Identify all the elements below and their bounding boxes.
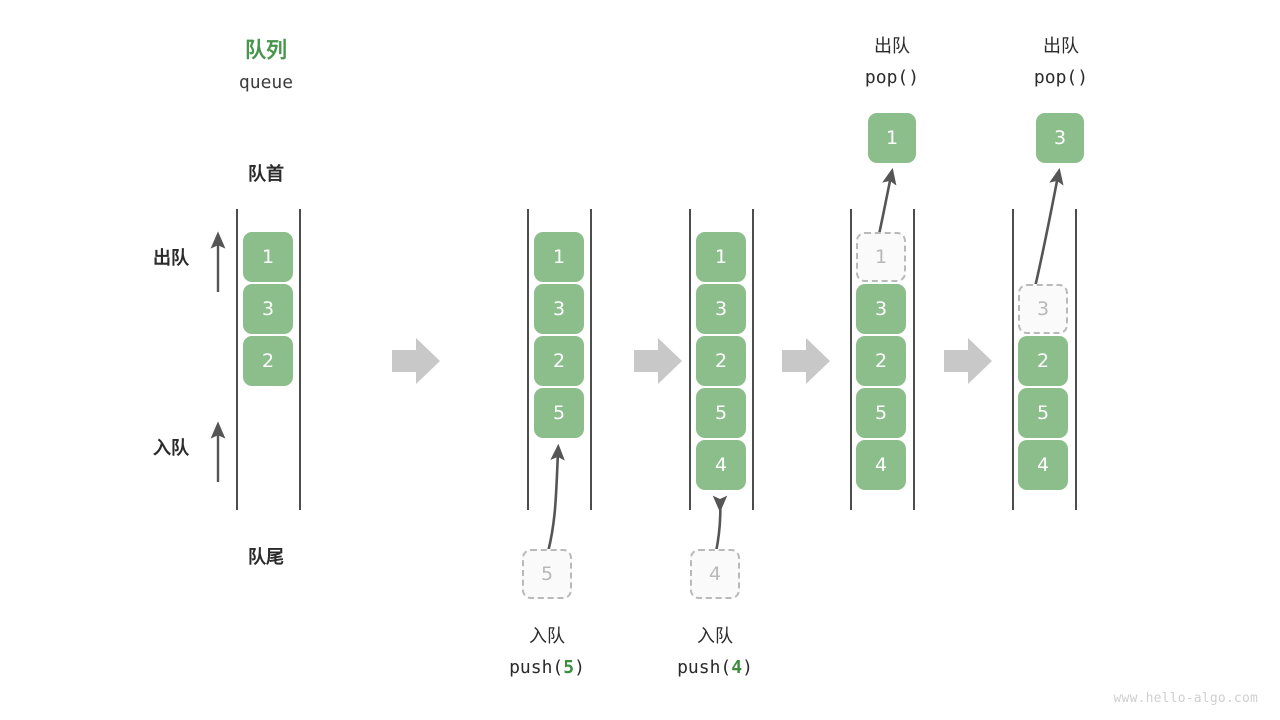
- queue-cell: 1: [534, 232, 584, 282]
- queue-cell: 3: [696, 284, 746, 334]
- operation-label-cn: 出队: [874, 36, 910, 57]
- rail-left: [850, 209, 852, 510]
- operation-label-code: push(4): [655, 657, 775, 678]
- queue-cell: 2: [1018, 336, 1068, 386]
- operation-label-code: pop(): [864, 67, 920, 88]
- push-5-arrow: [546, 443, 565, 553]
- rail-left: [527, 209, 529, 510]
- queue-cell: 1: [243, 232, 293, 282]
- queue-cell-removed: 3: [1018, 284, 1068, 334]
- rail-right: [913, 209, 915, 510]
- queue-cell-removed: 1: [856, 232, 906, 282]
- operation-label-cn: 出队: [1043, 36, 1079, 57]
- rail-left: [689, 209, 691, 510]
- op-prefix: push(: [509, 657, 564, 678]
- operation-label-cn: 入队: [697, 626, 733, 647]
- queue-cell: 5: [1018, 388, 1068, 438]
- op-suffix: ): [742, 657, 753, 678]
- queue-cell: 5: [856, 388, 906, 438]
- incoming-ghost-cell: 5: [522, 549, 572, 599]
- queue-cell: 5: [696, 388, 746, 438]
- popped-element: 3: [1036, 113, 1084, 163]
- popped-element: 1: [868, 113, 916, 163]
- rail-right: [299, 209, 301, 510]
- queue-cell: 2: [696, 336, 746, 386]
- operation-label-code: pop(): [1033, 67, 1089, 88]
- transition-arrow-4: [944, 338, 992, 384]
- queue-cell: 1: [696, 232, 746, 282]
- rear-label: 队尾: [248, 547, 284, 568]
- queue-cell: 4: [1018, 440, 1068, 490]
- push-4-arrow: [712, 495, 728, 553]
- transition-arrow-3: [782, 338, 830, 384]
- op-argument: 4: [731, 657, 743, 678]
- op-argument: 5: [563, 657, 575, 678]
- rail-right: [590, 209, 592, 510]
- queue-cell: 2: [534, 336, 584, 386]
- pop-3-arrow: [1030, 167, 1064, 301]
- watermark: www.hello-algo.com: [1113, 691, 1258, 706]
- dequeue-direction-label: 出队: [153, 248, 189, 269]
- rail-right: [1075, 209, 1077, 510]
- rail-left: [1012, 209, 1014, 510]
- queue-cell: 2: [856, 336, 906, 386]
- queue-cell-new: 4: [696, 440, 746, 490]
- queue-cell: 2: [243, 336, 293, 386]
- front-label: 队首: [248, 164, 284, 185]
- incoming-ghost-cell: 4: [690, 549, 740, 599]
- page-title-cn: 队列: [245, 38, 287, 62]
- transition-arrow-2: [634, 338, 682, 384]
- rail-left: [236, 209, 238, 510]
- queue-cell: 4: [856, 440, 906, 490]
- op-prefix: push(: [677, 657, 732, 678]
- page-title-en: queue: [238, 72, 294, 93]
- operation-label-code: push(5): [487, 657, 607, 678]
- queue-cell-new: 5: [534, 388, 584, 438]
- enqueue-direction-label: 入队: [153, 438, 189, 459]
- transition-arrow-1: [392, 338, 440, 384]
- rail-right: [752, 209, 754, 510]
- operation-label-cn: 入队: [529, 626, 565, 647]
- queue-cell: 3: [243, 284, 293, 334]
- queue-cell: 3: [856, 284, 906, 334]
- queue-cell: 3: [534, 284, 584, 334]
- op-suffix: ): [574, 657, 585, 678]
